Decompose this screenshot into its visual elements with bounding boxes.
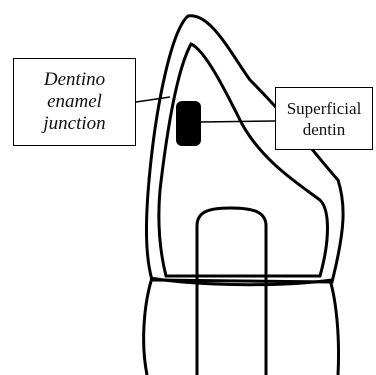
label-dej-line-2: enamel [43, 91, 105, 113]
leader-line-superficial-dentin [201, 121, 275, 122]
label-sd-line-1: Superficial [287, 98, 362, 119]
label-superficial-dentin: Superficial dentin [275, 87, 373, 150]
label-dej-line-1: Dentino [43, 69, 105, 91]
label-dej-line-3: junction [43, 113, 105, 135]
root-left-outline [144, 278, 152, 375]
label-sd-line-2: dentin [287, 119, 362, 140]
root-right-outline [330, 280, 339, 375]
leader-line-dej [136, 97, 170, 102]
pulp-outline [197, 208, 266, 375]
lesion-marker [176, 101, 201, 146]
dentin-outline [159, 44, 328, 276]
label-dentino-enamel-junction: Dentino enamel junction [13, 58, 136, 146]
